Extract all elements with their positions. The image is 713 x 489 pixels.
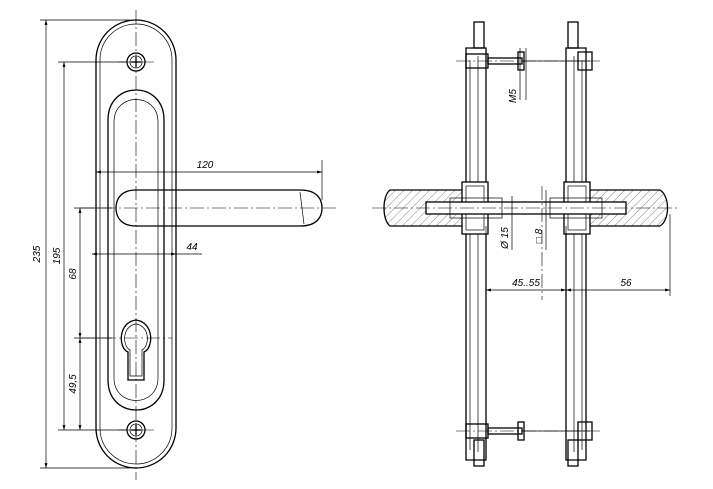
section-view: M5 Ø 15 □ 8 45..55 56: [372, 21, 680, 467]
keyhole: [120, 319, 152, 381]
right-plate: [565, 47, 587, 461]
front-view: 235 195 68 49,5 120 44: [32, 10, 336, 480]
section-dimensions: M5 Ø 15 □ 8 45..55 56: [485, 48, 671, 296]
dim-door-thickness: 45..55: [512, 278, 540, 289]
plate-recess-inner: [113, 99, 159, 401]
front-dimensions: 235 195 68 49,5 120 44: [32, 19, 323, 469]
dim-key-to-hole: 49,5: [68, 374, 79, 394]
keyhole-inner: [124, 323, 148, 377]
dim-projection: 56: [620, 278, 632, 289]
dim-spindle-square: □ 8: [534, 228, 545, 243]
left-plate: [465, 47, 487, 461]
dim-handle-offset: 44: [186, 242, 198, 253]
dim-screw: M5: [508, 89, 519, 103]
dim-spindle-dia: Ø 15: [500, 227, 511, 250]
dim-total-height: 235: [32, 245, 43, 263]
lever-handle: [115, 189, 323, 227]
plate-recess: [107, 89, 165, 411]
dim-hole-spacing: 195: [52, 247, 63, 264]
dim-handle-length: 120: [197, 160, 214, 171]
dim-handle-to-key: 68: [68, 268, 79, 280]
